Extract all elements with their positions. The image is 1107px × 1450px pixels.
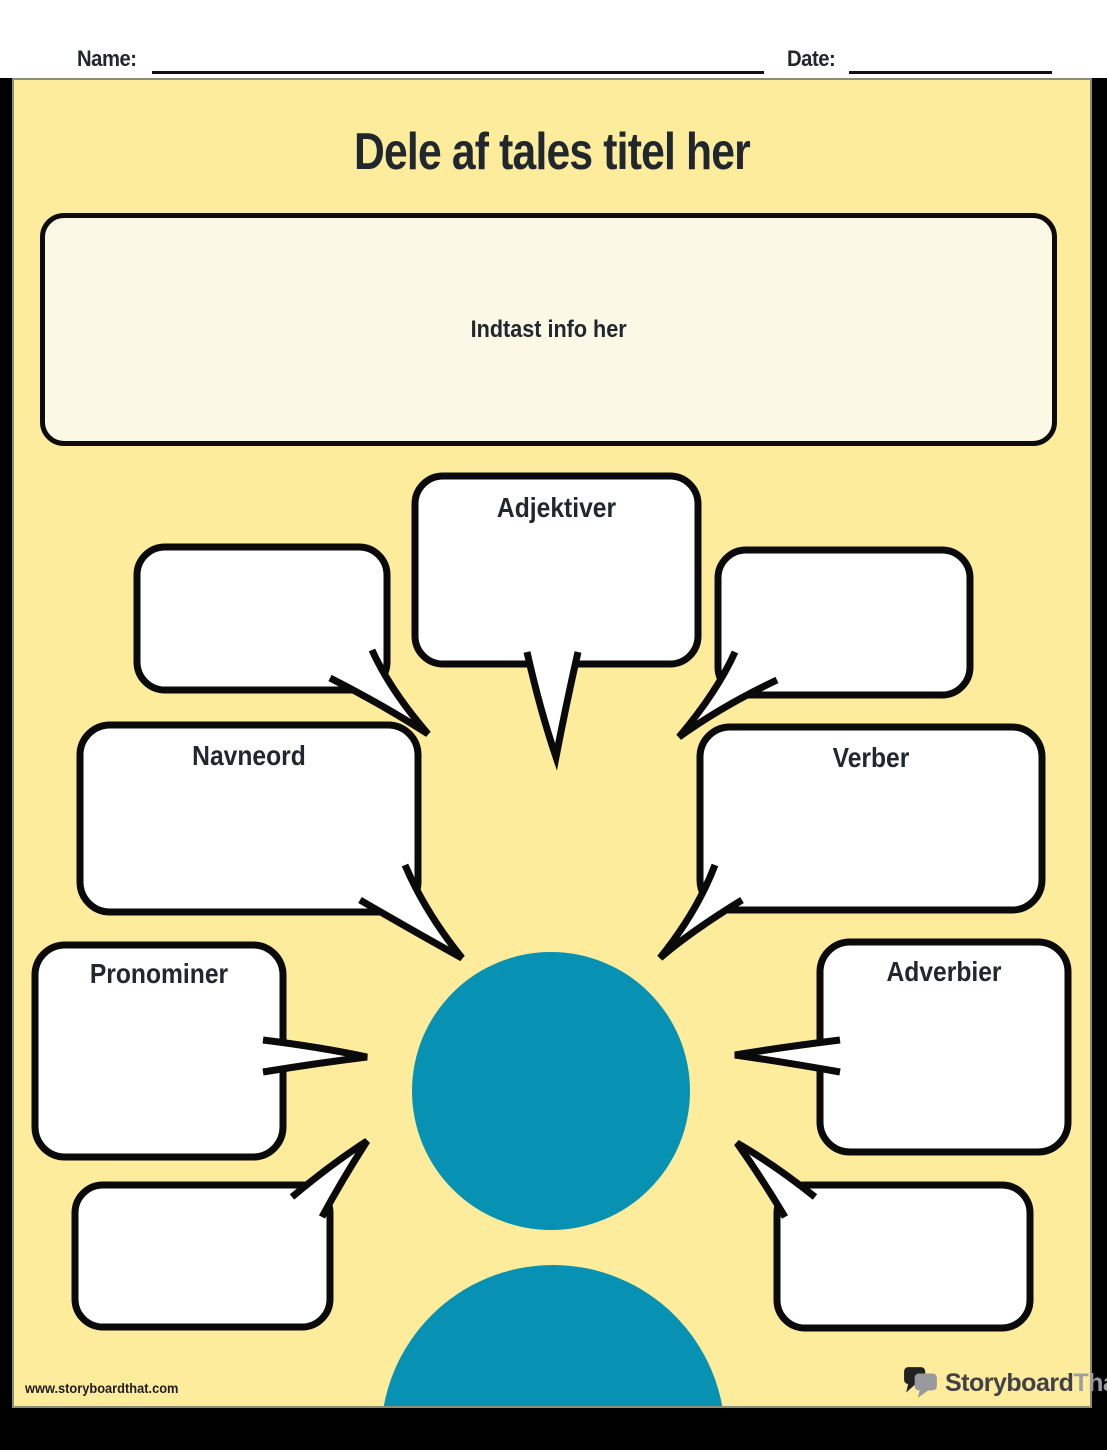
worksheet-title[interactable]: Dele af tales titel her xyxy=(354,123,751,181)
speech-bubbles-logo-icon xyxy=(904,1367,937,1398)
logo-text: StoryboardThat xyxy=(945,1369,1107,1398)
logo-text-that: That xyxy=(1073,1368,1107,1397)
bubble-verber-label: Verber xyxy=(832,742,910,773)
storyboardthat-logo: StoryboardThat xyxy=(903,1366,1107,1400)
info-box[interactable]: Indtast info her xyxy=(40,213,1057,446)
logo-text-storyboard: Storyboard xyxy=(945,1368,1074,1397)
date-line[interactable] xyxy=(849,71,1052,74)
bubble-navneord-label: Navneord xyxy=(192,740,306,771)
bubble-pronominer-label: Pronominer xyxy=(89,958,229,989)
bubble-adjektiver-label: Adjektiver xyxy=(496,492,617,523)
footer-url: www.storyboardthat.com xyxy=(25,1381,179,1396)
bubble-adverbier-label: Adverbier xyxy=(886,956,1002,987)
name-line[interactable] xyxy=(152,71,764,74)
info-box-placeholder: Indtast info her xyxy=(470,315,627,343)
name-label: Name: xyxy=(77,46,137,71)
date-label: Date: xyxy=(787,46,836,71)
